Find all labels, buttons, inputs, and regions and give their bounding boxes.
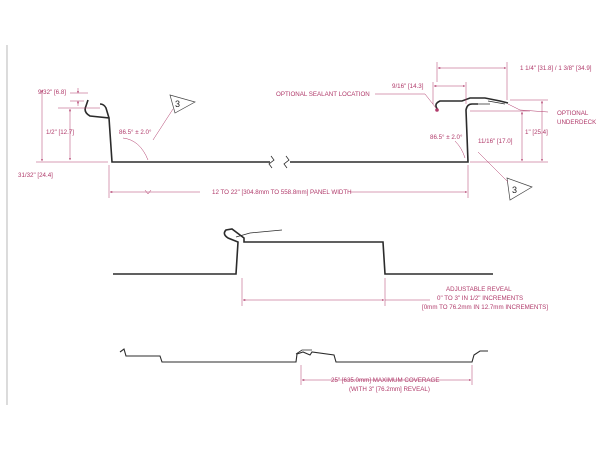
sealant-dot — [435, 108, 439, 112]
underdeck-lip — [478, 100, 506, 105]
left-rib-height-label: 1/2" [12.7] — [46, 129, 74, 136]
coverage-seam-hook — [295, 349, 312, 355]
right-hem-width-label: 9/16" [14.3] — [392, 83, 424, 90]
left-hook-height-label: 9/32" [6.8] — [38, 89, 66, 96]
left-note-tag — [169, 94, 196, 114]
break-mark-right — [283, 155, 290, 169]
panel-cross-section — [84, 97, 509, 169]
right-leg-profile — [290, 103, 478, 163]
break-mark-left — [268, 155, 275, 169]
coverage-label-line2: (WITH 3" [76.2mm] REVEAL) — [349, 386, 430, 393]
right-total-height-label: 1" [25.4] — [525, 129, 548, 136]
coverage-profile — [119, 348, 488, 363]
reveal-label-line3: [0mm TO 76.2mm IN 12.7mm INCREMENTS] — [422, 304, 548, 311]
optional-underdeck-label-1: OPTIONAL — [557, 110, 589, 117]
panel-width-label: 12 TO 22" [304.8mm TO 558.8mm] PANEL WID… — [212, 189, 352, 196]
reveal-label-line2: 0" TO 3" IN 1/2" INCREMENTS — [437, 295, 523, 302]
right-note-tag-number: 3 — [512, 185, 517, 195]
panel-width-dimension: 12 TO 22" [304.8mm TO 558.8mm] PANEL WID… — [108, 165, 469, 198]
right-seam-profile — [435, 97, 509, 111]
left-note-tag-number: 3 — [175, 99, 180, 109]
right-top-width-label: 1 1/4" [31.8] / 1 3/8" [34.9] — [520, 65, 592, 72]
reveal-label-line1: ADJUSTABLE REVEAL — [446, 286, 512, 293]
right-dimensions: OPTIONAL SEALANT LOCATION 9/16" [14.3] 1… — [276, 62, 597, 201]
reveal-seam-profile — [113, 228, 493, 275]
coverage-label-line1: 25" [635.0mm] MAXIMUM COVERAGE — [331, 377, 439, 384]
right-rib-height-label: 11/16" [17.0] — [478, 138, 513, 145]
maximum-coverage-detail: 25" [635.0mm] MAXIMUM COVERAGE (WITH 3" … — [119, 348, 488, 393]
right-note-tag — [506, 177, 533, 201]
adjustable-reveal-detail: ADJUSTABLE REVEAL 0" TO 3" IN 1/2" INCRE… — [113, 228, 548, 311]
left-dimensions: 9/32" [6.8] 1/2" [12.7] 31/32" [24.4] 86… — [18, 88, 196, 179]
left-angle-label: 86.5° ± 2.0° — [119, 129, 152, 136]
sealant-location-label: OPTIONAL SEALANT LOCATION — [276, 91, 370, 98]
reveal-seam-lip — [235, 229, 283, 238]
right-angle-label: 86.5° ± 2.0° — [430, 134, 463, 141]
left-leg-profile — [84, 99, 270, 163]
optional-underdeck-label-2: UNDERDECK — [557, 119, 597, 126]
left-total-height-label: 31/32" [24.4] — [18, 172, 53, 179]
